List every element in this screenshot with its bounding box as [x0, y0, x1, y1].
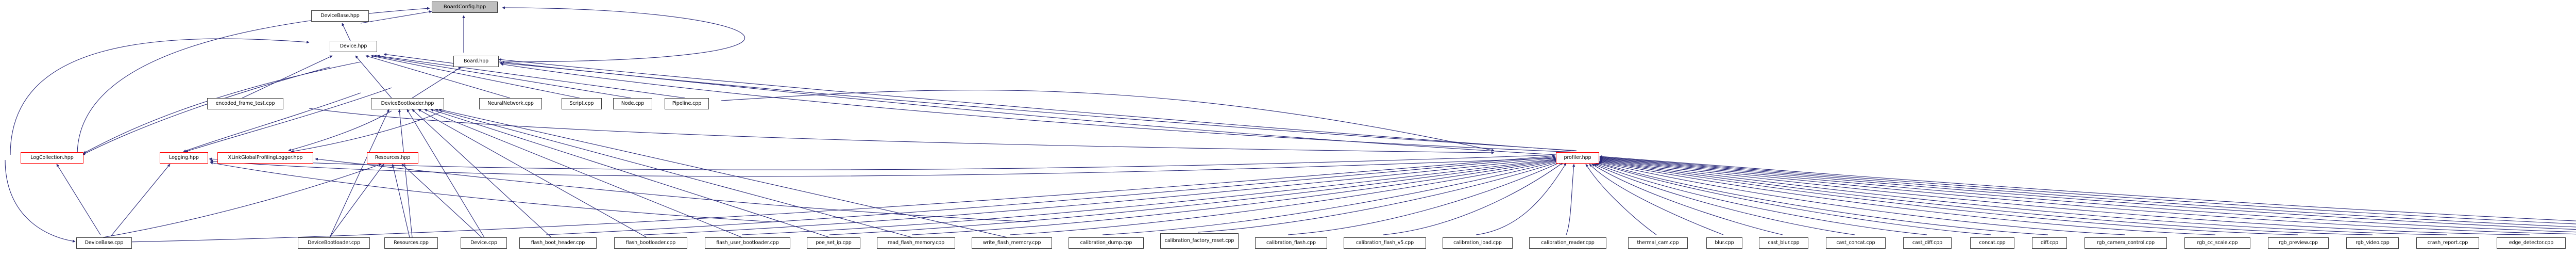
node-flash-bootloader-cpp[interactable]: flash_bootloader.cpp [614, 237, 687, 249]
node-devicebootloader-hpp[interactable]: DeviceBootloader.hpp [371, 98, 444, 109]
node-pipeline-cpp[interactable]: Pipeline.cpp [665, 98, 709, 109]
node-flash-boot-header-cpp[interactable]: flash_boot_header.cpp [519, 237, 597, 249]
node-xlinkglobalprofilinglogger-hpp[interactable]: XLinkGlobalProfilingLogger.hpp [217, 152, 313, 164]
node-board-hpp[interactable]: Board.hpp [453, 56, 499, 67]
node-read-flash-memory-cpp[interactable]: read_flash_memory.cpp [877, 237, 955, 249]
node-resources-cpp[interactable]: Resources.cpp [384, 237, 438, 249]
node-concat-cpp[interactable]: concat.cpp [1970, 237, 2014, 249]
node-poe-set-ip-cpp[interactable]: poe_set_ip.cpp [807, 237, 860, 249]
node-flash-user-bootloader-cpp[interactable]: flash_user_bootloader.cpp [705, 237, 790, 249]
node-logcollection-hpp[interactable]: LogCollection.hpp [21, 152, 83, 164]
node-cast-concat-cpp[interactable]: cast_concat.cpp [1826, 237, 1886, 249]
node-boardconfig-hpp[interactable]: BoardConfig.hpp [432, 2, 498, 13]
node-calibration-load-cpp[interactable]: calibration_load.cpp [1443, 237, 1513, 249]
node-calibration-flash-v5-cpp[interactable]: calibration_flash_v5.cpp [1344, 237, 1426, 249]
node-rgb-video-cpp[interactable]: rgb_video.cpp [2346, 237, 2399, 249]
node-thermal-cam-cpp[interactable]: thermal_cam.cpp [1628, 237, 1688, 249]
node-cast-blur-cpp[interactable]: cast_blur.cpp [1759, 237, 1808, 249]
node-node-cpp[interactable]: Node.cpp [613, 98, 652, 109]
node-crash-report-cpp[interactable]: crash_report.cpp [2416, 237, 2479, 249]
node-rgb-camera-control-cpp[interactable]: rgb_camera_control.cpp [2084, 237, 2167, 249]
node-neuralnetwork-cpp[interactable]: NeuralNetwork.cpp [479, 98, 542, 109]
node-encoded-frame-test-cpp[interactable]: encoded_frame_test.cpp [207, 98, 283, 109]
node-cast-diff-cpp[interactable]: cast_diff.cpp [1903, 237, 1952, 249]
node-rgb-cc-scale-cpp[interactable]: rgb_cc_scale.cpp [2184, 237, 2250, 249]
node-rgb-preview-cpp[interactable]: rgb_preview.cpp [2268, 237, 2329, 249]
node-calibration-reader-cpp[interactable]: calibration_reader.cpp [1529, 237, 1606, 249]
node-script-cpp[interactable]: Script.cpp [562, 98, 602, 109]
node-calibration-flash-cpp[interactable]: calibration_flash.cpp [1255, 237, 1327, 249]
node-devicebase-cpp[interactable]: DeviceBase.cpp [76, 237, 132, 249]
node-device-hpp[interactable]: Device.hpp [330, 41, 377, 52]
node-diff-cpp[interactable]: diff.cpp [2032, 237, 2067, 249]
node-logging-hpp[interactable]: Logging.hpp [160, 152, 208, 164]
node-devicebase-hpp[interactable]: DeviceBase.hpp [311, 10, 369, 22]
node-device-cpp[interactable]: Device.cpp [461, 237, 507, 249]
node-calibration-factory-reset-cpp[interactable]: calibration_factory_reset.cpp [1160, 233, 1239, 249]
node-calibration-dump-cpp[interactable]: calibration_dump.cpp [1069, 237, 1144, 249]
node-devicebootloader-cpp[interactable]: DeviceBootloader.cpp [298, 237, 370, 249]
node-resources-hpp[interactable]: Resources.hpp [367, 152, 418, 164]
node-profiler-hpp[interactable]: profiler.hpp [1556, 152, 1599, 164]
node-write-flash-memory-cpp[interactable]: write_flash_memory.cpp [972, 237, 1052, 249]
node-edge-detector-cpp[interactable]: edge_detector.cpp [2497, 237, 2566, 249]
node-blur-cpp[interactable]: blur.cpp [1706, 237, 1742, 249]
